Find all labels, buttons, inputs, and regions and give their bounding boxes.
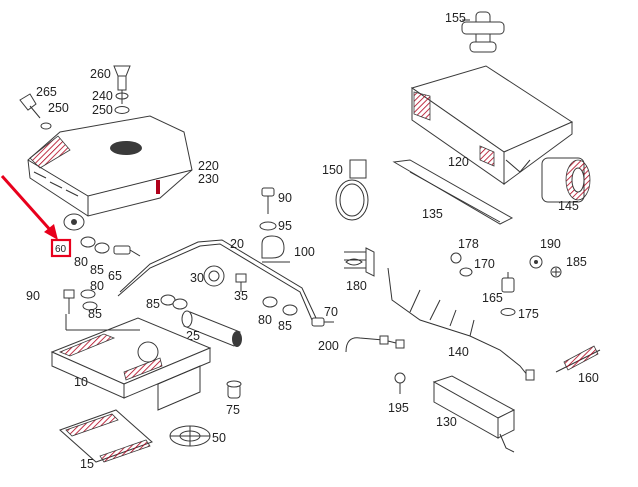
- callout-160: 160: [578, 371, 599, 385]
- part-80-washer-left: [80, 289, 96, 299]
- part-95-washer: [259, 221, 277, 231]
- callout-120: 120: [448, 155, 469, 169]
- part-130-duct: [432, 375, 516, 453]
- part-185-screw: [550, 266, 562, 278]
- part-30-clamp: [203, 265, 225, 287]
- callout-145: 145: [558, 199, 579, 213]
- part-20-pipe: [117, 239, 317, 321]
- callout-10: 10: [74, 375, 88, 389]
- callout-130: 130: [436, 415, 457, 429]
- callout-250-left: 250: [48, 101, 69, 115]
- part-75-plug: [226, 380, 242, 399]
- highlight-box: [50, 238, 72, 258]
- callout-135: 135: [422, 207, 443, 221]
- callout-178: 178: [458, 237, 479, 251]
- part-100-clamp: [261, 235, 290, 263]
- callout-20: 20: [230, 237, 244, 251]
- part-170-washer: [459, 267, 473, 277]
- callout-240: 240: [92, 89, 113, 103]
- part-80-washer: [80, 236, 96, 248]
- callout-260: 260: [90, 67, 111, 81]
- callout-250-top: 250: [92, 103, 113, 117]
- callout-100: 100: [294, 245, 315, 259]
- callout-165: 165: [482, 291, 503, 305]
- callout-175: 175: [518, 307, 539, 321]
- callout-140: 140: [448, 345, 469, 359]
- part-85-washer-left: [82, 301, 98, 311]
- part-25-drier: [181, 310, 242, 347]
- part-90-bolt-top: [261, 187, 275, 214]
- callout-150: 150: [322, 163, 343, 177]
- part-165-switch: [501, 272, 515, 293]
- part-50-fan: [169, 425, 211, 447]
- callout-185: 185: [566, 255, 587, 269]
- callout-200: 200: [318, 339, 339, 353]
- part-200-cable: [345, 335, 405, 353]
- callout-265: 265: [36, 85, 57, 99]
- callout-85-right: 85: [278, 319, 292, 333]
- callout-90-top: 90: [278, 191, 292, 205]
- callout-220: 220: [198, 159, 219, 173]
- part-80-washer-right: [262, 296, 278, 308]
- callout-80-a: 80: [74, 255, 88, 269]
- callout-85-left: 85: [88, 307, 102, 321]
- callout-75: 75: [226, 403, 240, 417]
- callout-80-right: 80: [258, 313, 272, 327]
- part-70-fitting: [311, 317, 334, 327]
- callout-170: 170: [474, 257, 495, 271]
- part-190-washer: [529, 255, 543, 269]
- part-260-pin: [113, 65, 131, 91]
- part-265-clip: [19, 93, 41, 119]
- part-178-nut: [450, 252, 462, 264]
- part-220-cover-housing: [27, 115, 193, 217]
- callout-95: 95: [278, 219, 292, 233]
- part-195-screw: [394, 372, 406, 394]
- callout-85-a: 85: [90, 263, 104, 277]
- part-180-spring: [344, 247, 375, 277]
- part-60-fitting: [63, 213, 85, 231]
- part-80-washer-center: [172, 298, 188, 310]
- callout-190: 190: [540, 237, 561, 251]
- callout-180: 180: [346, 279, 367, 293]
- part-145-blower-motor: [541, 157, 591, 203]
- callout-35: 35: [234, 289, 248, 303]
- callout-65: 65: [108, 269, 122, 283]
- callout-155: 155: [445, 11, 466, 25]
- callout-80-left: 80: [90, 279, 104, 293]
- part-15-condenser-core: [59, 409, 153, 463]
- part-10-condenser-frame: [50, 317, 212, 411]
- part-65-screw: [113, 245, 141, 257]
- callout-230: 230: [198, 172, 219, 186]
- part-150-sensor-coil: [335, 159, 369, 221]
- leader-lines: [65, 90, 140, 331]
- callout-90-left: 90: [26, 289, 40, 303]
- part-155-expansion-valve: [461, 11, 505, 53]
- callout-15: 15: [80, 457, 94, 471]
- part-175-oring: [500, 308, 516, 316]
- part-90-bolt-left: [63, 289, 75, 314]
- callout-30: 30: [190, 271, 204, 285]
- part-35-bolt: [235, 273, 247, 292]
- part-85-washer: [94, 242, 110, 254]
- callout-195: 195: [388, 401, 409, 415]
- red-pointer-arrow: [0, 175, 58, 240]
- callout-85-center: 85: [146, 297, 160, 311]
- callout-50: 50: [212, 431, 226, 445]
- part-250-washer-left: [40, 122, 52, 130]
- part-120-evaporator-box: [410, 65, 574, 185]
- callout-70: 70: [324, 305, 338, 319]
- part-85-washer-right: [282, 304, 298, 316]
- part-160-resistor: [555, 345, 601, 373]
- part-135-rail: [392, 159, 514, 225]
- callout-60: 60: [55, 244, 67, 255]
- part-250-washer: [114, 106, 130, 114]
- part-140-wiring-harness: [387, 267, 535, 381]
